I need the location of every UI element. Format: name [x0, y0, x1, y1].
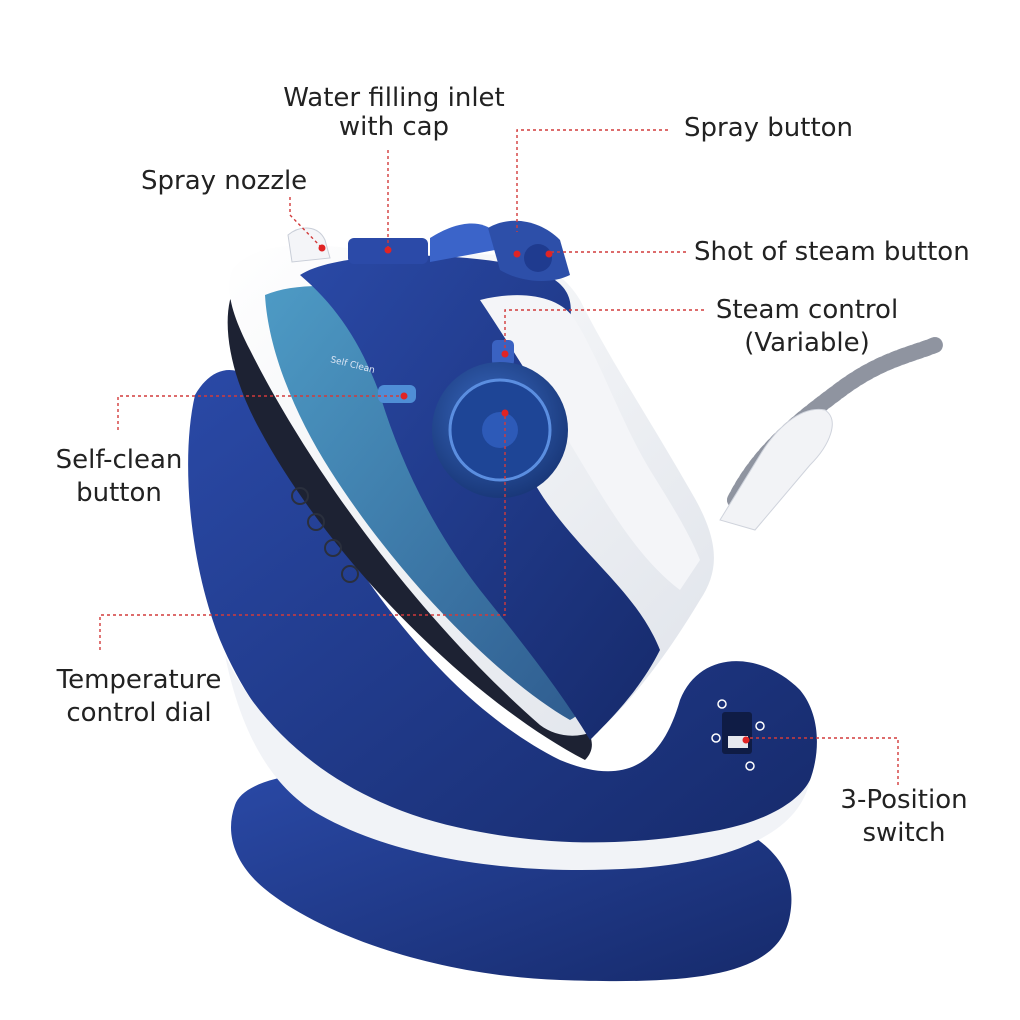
- label-shot-of-steam-button: Shot of steam button: [694, 237, 970, 267]
- label-3-position-switch: 3-Position switch: [840, 785, 968, 848]
- label-water-filling-inlet: Water filling inlet with cap: [283, 83, 505, 142]
- spray-nozzle: [287, 227, 331, 263]
- switch-icons: [711, 699, 765, 771]
- charging-cradle: [188, 370, 817, 863]
- label-temperature-control-dial: Temperature control dial: [56, 665, 222, 728]
- leader-dots: [318, 244, 750, 744]
- cradle-white-shell: [225, 655, 810, 870]
- leader-lines: [99, 129, 899, 785]
- fabric-setting-icons: [291, 487, 359, 583]
- label-steam-control: Steam control (Variable): [715, 295, 899, 358]
- handle: [300, 255, 660, 740]
- self-clean-button: [378, 385, 416, 403]
- cord-strain-relief: [719, 408, 833, 531]
- label-spray-nozzle: Spray nozzle: [141, 166, 308, 196]
- handle-grip-white: [480, 295, 700, 590]
- shot-of-steam-button: [524, 244, 552, 272]
- label-spray-button: Spray button: [684, 113, 854, 143]
- label-self-clean-button: Self-clean button: [55, 445, 183, 508]
